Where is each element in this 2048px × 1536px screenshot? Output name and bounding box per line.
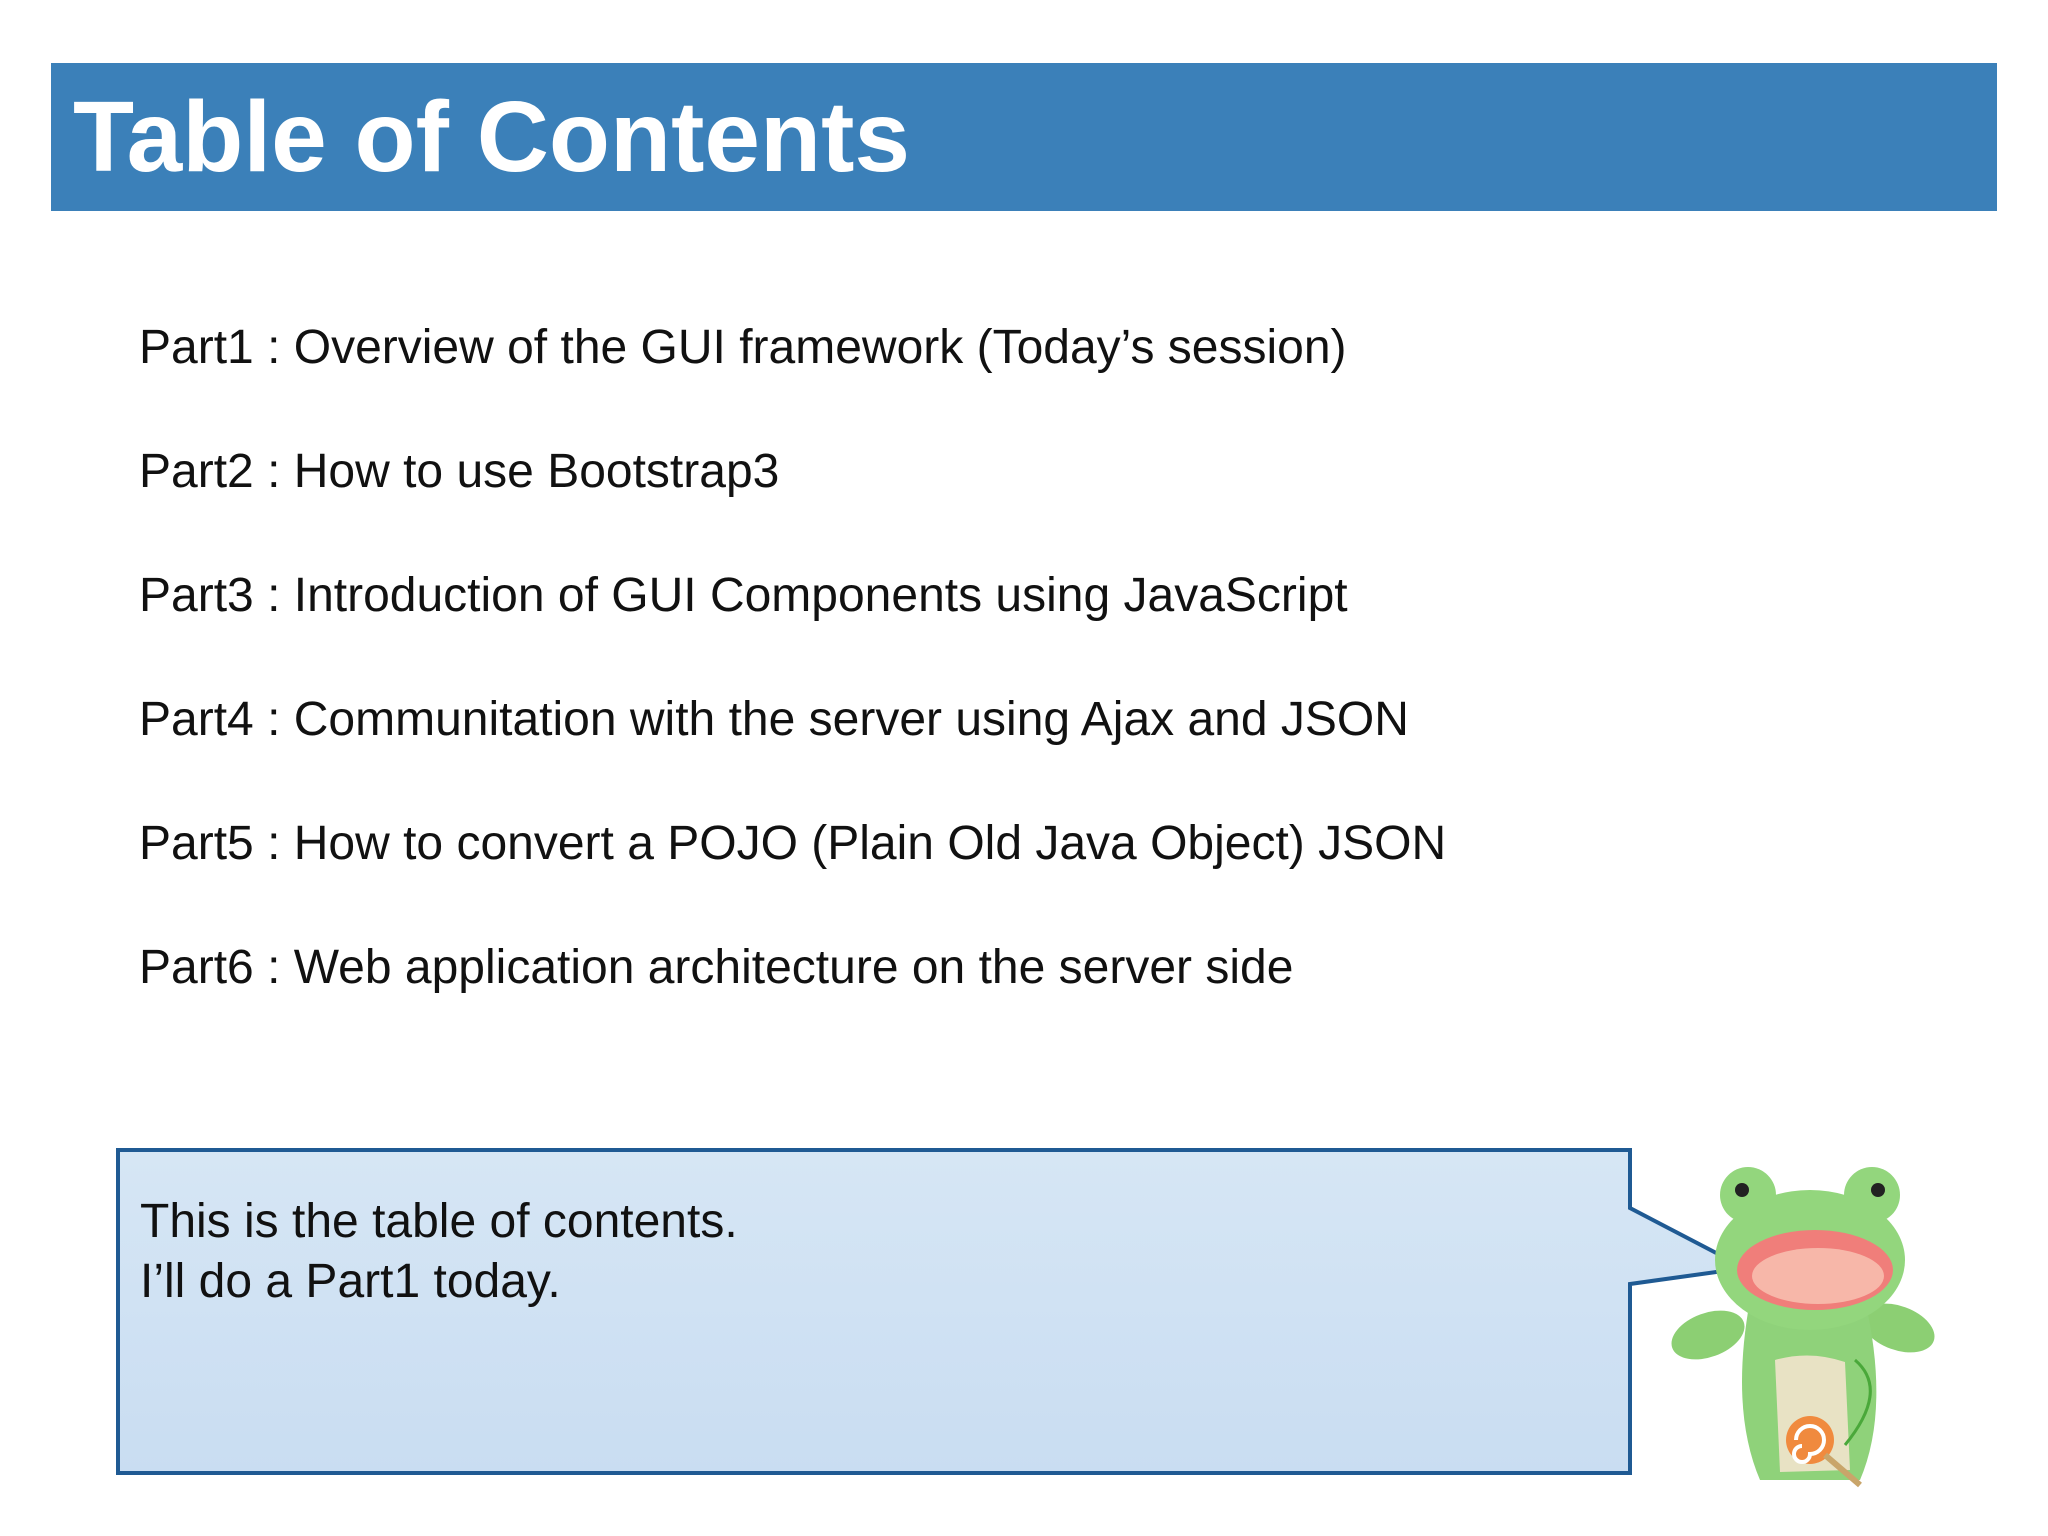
toc-item-part2: Part2 : How to use Bootstrap3 [139, 445, 780, 498]
toc-item-part1: Part1 : Overview of the GUI framework (T… [139, 321, 1347, 374]
speech-bubble-shape [116, 1148, 1752, 1475]
toc-item-part5: Part5 : How to convert a POJO (Plain Old… [139, 817, 1447, 870]
speech-bubble-line1: This is the table of contents. [140, 1195, 738, 1248]
title-bar: Table of Contents [51, 63, 1997, 211]
toc-list: Part1 : Overview of the GUI framework (T… [139, 312, 1446, 1056]
page-title: Table of Contents [73, 81, 911, 193]
toc-item-part3: Part3 : Introduction of GUI Components u… [139, 569, 1348, 622]
toc-item-part4: Part4 : Communitation with the server us… [139, 693, 1409, 746]
frog-puppet-icon [1671, 1167, 1935, 1488]
toc-item-part6: Part6 : Web application architecture on … [139, 941, 1294, 994]
speech-bubble-line2: I’ll do a Part1 today. [140, 1255, 561, 1308]
speech-bubble-text: This is the table of contents. I’ll do a… [140, 1192, 738, 1312]
